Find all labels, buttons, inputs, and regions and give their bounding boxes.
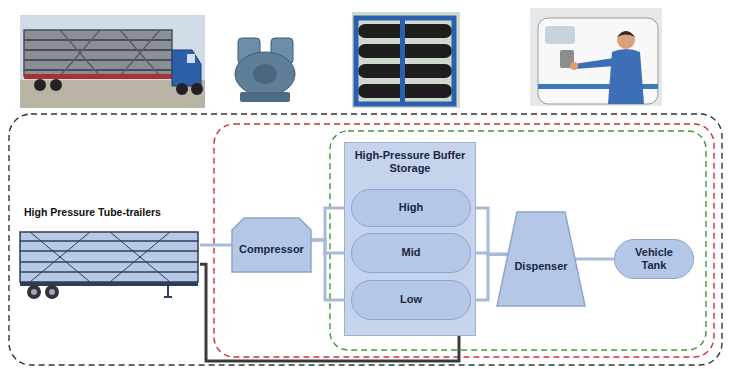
trailer-illustration [27,285,41,299]
system-boundary [9,114,722,365]
compressor-photo [235,52,295,96]
tank-capsule: High [351,189,471,227]
compressor-box [232,218,311,272]
pipe-line [575,258,614,261]
storage-photo [356,18,454,104]
storage-box: HighMidLow High-Pressure Buffer Storage [344,142,476,336]
trailer-photo [176,83,188,95]
compressor-photo [235,38,295,102]
compressor-box: Compressor [232,218,311,272]
refuel-photo [574,58,615,69]
node-label: Vehicle Tank [625,246,683,272]
tank-capsule: Mid [351,233,471,273]
trailer-illustration [110,232,170,282]
trailer-illustration [30,232,90,282]
group-heading: High Pressure Tube-trailers [24,206,194,219]
storage-photo [352,12,460,108]
trailer-photo [120,30,160,76]
trailer-illustration [49,289,55,295]
trailer-photo [60,30,100,76]
trailer-photo [24,59,172,61]
trailer-illustration [31,289,37,295]
trailer-photo [20,15,205,108]
refuel-photo [545,26,575,44]
trailer-illustration [164,296,172,298]
refuel-photo [617,31,635,37]
refuel-photo [570,62,578,70]
trailer-illustration [30,232,90,282]
dispenser-shape [497,212,585,306]
trailer-photo [120,30,160,76]
system-boundary [9,114,722,365]
trailer-illustration [20,232,198,299]
trailer-photo [34,79,46,91]
node-label: High [399,201,423,214]
dispenser-shape [497,212,585,306]
trailer-illustration [20,261,198,263]
pipe-line [471,208,508,254]
trailer-photo [24,74,172,79]
refuel-photo [538,18,658,104]
system-boundary [330,131,706,350]
refuel-photo [608,49,644,104]
trailer-photo [60,30,100,76]
compressor-photo [253,64,277,84]
node-label: Mid [402,246,421,259]
trailer-photo [172,50,201,86]
trailer-photo [24,49,172,51]
trailer-illustration [20,271,198,273]
trailer-photo [24,69,172,71]
node-label: Compressor [239,243,304,256]
trailer-group: High Pressure Tube-trailers [18,206,200,300]
trailer-illustration [110,232,170,282]
node-label: Low [400,293,422,306]
tank-capsule: Vehicle Tank [614,239,694,279]
trailer-photo [20,15,205,108]
system-boundary [214,124,714,357]
trailer-illustration [20,232,198,282]
dispenser-shape: Dispenser [497,212,585,306]
refuel-photo [617,31,635,49]
tank-capsule: Low [351,280,471,320]
trailer-photo [24,30,172,76]
node-label: Dispenser [514,260,567,273]
trailer-illustration [20,240,198,242]
storage-photo [352,12,460,108]
compressor-photo [240,92,290,102]
refuel-photo [530,8,662,106]
trailer-photo [191,83,203,95]
storage-photo [400,18,405,104]
pipe-line [200,244,232,247]
trailer-illustration [20,250,198,252]
trailer-illustration [167,286,169,297]
refuel-photo [530,8,662,106]
trailer-photo [187,54,195,63]
trailer-photo [50,79,62,91]
trailer-illustration [20,282,198,286]
trailer-illustration [45,285,59,299]
group-heading: High-Pressure Buffer Storage [351,149,469,175]
